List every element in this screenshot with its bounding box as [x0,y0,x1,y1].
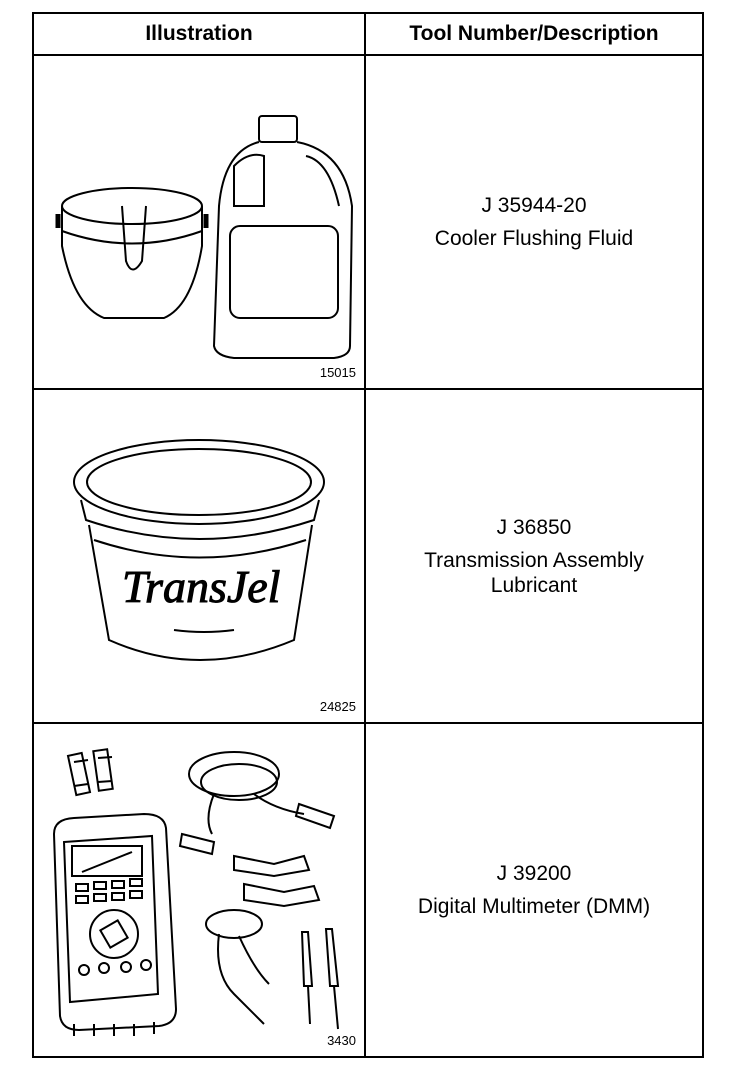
header-description: Tool Number/Description [364,12,704,56]
figure-number: 24825 [319,699,356,714]
bucket-icon [55,187,209,319]
multimeter-illustration [52,748,340,1036]
tool-number: J 39200 [496,862,572,885]
tool-description: Digital Multimeter (DMM) [417,895,651,918]
lubricant-illustration: TransJel [73,439,325,661]
table-row: TransJel 24825 J 36850 Transmission Asse… [32,388,704,724]
description-cell: J 35944-20 Cooler Flushing Fluid [364,54,704,390]
tool-description: Cooler Flushing Fluid [434,227,634,250]
illustration-cell: 3430 [32,722,366,1058]
tool-description-line1: Transmission Assembly [424,548,644,572]
flushing-fluid-illustration [55,115,354,359]
table-row: 15015 J 35944-20 Cooler Flushing Fluid [32,54,704,390]
table-row: 3430 J 39200 Digital Multimeter (DMM) [32,722,704,1058]
lubricant-tub-icon: TransJel [73,439,325,661]
figure-number: 3430 [327,1033,356,1048]
multimeter-icon [52,812,178,1036]
figure-number: 15015 [319,365,356,380]
tool-number: J 36850 [496,515,572,539]
probe-icon [300,928,340,1030]
test-leads-icon [188,751,305,1025]
header-row: Illustration Tool Number/Description [32,12,704,56]
description-cell: J 39200 Digital Multimeter (DMM) [364,722,704,1058]
illustration-cell: 15015 [32,54,366,390]
tool-table: Illustration Tool Number/Description [32,12,704,1058]
tub-label: TransJel [122,561,280,612]
header-illustration: Illustration [32,12,366,56]
illustration-cell: TransJel 24825 [32,388,366,724]
tool-number: J 35944-20 [481,194,587,217]
fuse-icon [66,748,114,797]
alligator-clip-icon [178,802,336,908]
jug-icon [212,115,354,359]
description-cell: J 36850 Transmission Assembly Lubricant [364,388,704,724]
tool-description-line2: Lubricant [490,573,578,597]
